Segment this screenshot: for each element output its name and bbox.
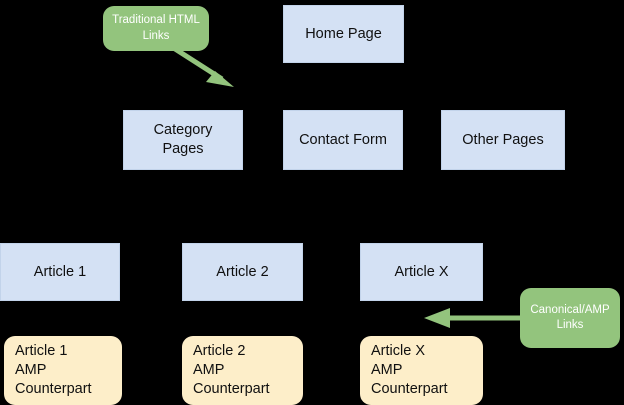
node-article-2-amp[interactable]: Article 2 AMP Counterpart: [182, 336, 303, 405]
callout-traditional-html-links-label: Traditional HTML Links: [112, 14, 200, 42]
canonical-amp-links-arrow: [424, 308, 521, 328]
node-article-2-amp-label: Article 2 AMP Counterpart: [193, 342, 270, 398]
node-article-1[interactable]: Article 1: [0, 243, 120, 301]
node-article-x-amp-label: Article X AMP Counterpart: [371, 342, 448, 398]
node-article-x[interactable]: Article X: [360, 243, 483, 301]
node-home-page[interactable]: Home Page: [283, 5, 404, 63]
node-article-2-label: Article 2: [216, 263, 269, 280]
node-contact-form[interactable]: Contact Form: [283, 110, 403, 170]
callout-canonical-amp-links-label: Canonical/AMP Links: [530, 303, 610, 331]
node-other-pages-label: Other Pages: [462, 131, 544, 148]
node-category-pages-label: Category Pages: [153, 122, 213, 157]
node-article-x-amp[interactable]: Article X AMP Counterpart: [360, 336, 483, 405]
node-article-2[interactable]: Article 2: [182, 243, 303, 301]
node-contact-form-label: Contact Form: [299, 131, 387, 148]
node-home-page-label: Home Page: [305, 25, 382, 42]
node-article-1-amp-label: Article 1 AMP Counterpart: [15, 342, 92, 398]
node-article-1-amp[interactable]: Article 1 AMP Counterpart: [4, 336, 122, 405]
node-other-pages[interactable]: Other Pages: [441, 110, 565, 170]
node-article-1-label: Article 1: [33, 263, 87, 280]
callout-traditional-html-links[interactable]: Traditional HTML Links: [103, 6, 209, 51]
callout-canonical-amp-links[interactable]: Canonical/AMP Links: [520, 288, 620, 348]
node-category-pages[interactable]: Category Pages: [123, 110, 243, 170]
traditional-html-links-arrow: [170, 44, 234, 87]
node-article-x-label: Article X: [394, 263, 449, 280]
